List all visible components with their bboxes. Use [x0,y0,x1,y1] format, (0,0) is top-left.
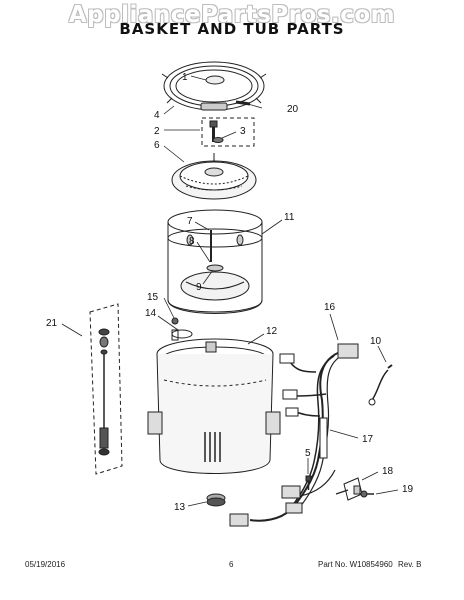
callout-16: 16 [324,302,336,313]
callout-1: 1 [182,72,188,83]
callout-13: 13 [174,502,186,513]
screw [360,490,374,498]
callout-8: 8 [189,236,195,247]
footer-part-number: Part No. W10854960 [318,560,393,569]
callout-14: 14 [145,308,157,319]
balance-ring [161,61,267,111]
callout-17: 17 [362,434,374,445]
page-title: BASKET AND TUB PARTS [119,20,345,38]
footer-revision: Rev. B [398,560,422,569]
wire-harness [229,343,359,527]
footer-page-number: 6 [229,560,234,569]
callout-5: 5 [305,448,311,459]
callout-9: 9 [196,282,202,293]
callout-15: 15 [147,292,159,303]
screw [305,475,312,490]
impeller [171,153,257,200]
sensor-bracket [335,477,363,501]
callout-18: 18 [382,466,394,477]
tub-grommet [206,493,226,507]
callout-19: 19 [402,484,414,495]
callout-10: 10 [370,336,382,347]
exploded-parts-diagram: 1 2 3 4 5 6 7 8 9 10 11 12 13 14 15 16 1… [46,61,414,527]
callout-21: 21 [46,318,58,329]
callout-20: 20 [287,104,299,115]
watermark: AppliancePartsPros.com [68,2,396,28]
footer-date: 05/19/2016 [25,560,66,569]
callout-3: 3 [240,126,246,137]
wash-basket [167,209,263,314]
leader-lines [61,75,399,507]
callout-4: 4 [154,110,160,121]
outer-tub [147,329,281,474]
callout-6: 6 [154,140,160,151]
ground-wire [368,364,393,406]
hub-bolt-assembly [201,117,255,147]
pressure-hose [171,317,193,339]
suspension-rod-kit [89,303,123,475]
callout-11: 11 [284,212,295,223]
callout-labels: 1 2 3 4 5 6 7 8 9 10 11 12 13 14 15 16 1… [46,72,414,513]
callout-12: 12 [266,326,278,337]
callout-2: 2 [154,126,160,137]
callout-7: 7 [187,216,193,227]
